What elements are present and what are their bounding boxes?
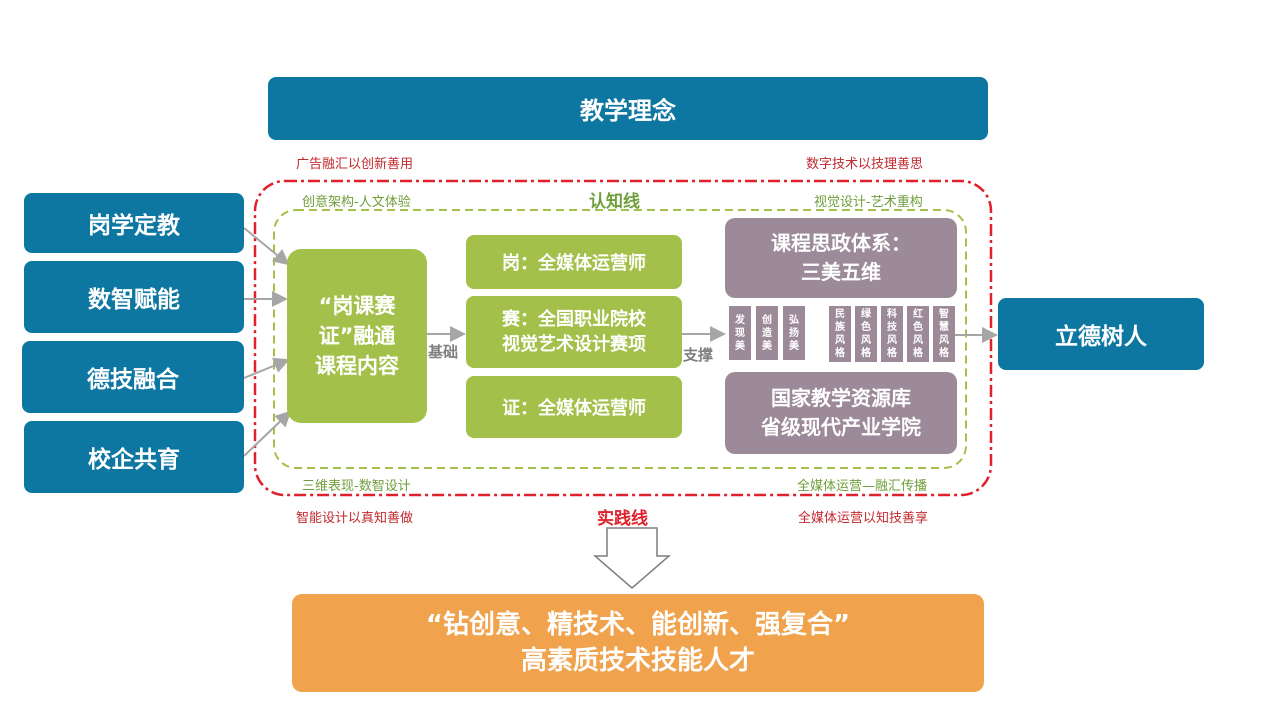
- ideology-box: 课程思政体系： 三美五维: [725, 218, 957, 298]
- beauty-tag-1: 发 现 美: [729, 306, 751, 360]
- label-top-left-red: 广告融汇以创新善用: [296, 157, 414, 172]
- label-bottom-left-green: 三维表现-数智设计: [302, 479, 411, 494]
- zheng-box: 证：全媒体运营师: [466, 376, 682, 438]
- talent-line-2: 高素质技术技能人才: [520, 646, 755, 676]
- style-tag-3: 科 技 风 格: [881, 306, 903, 362]
- label-top-right-green: 视觉设计-艺术重构: [814, 195, 923, 210]
- style-tag-2: 绿 色 风 格: [855, 306, 877, 362]
- header-title: 教学理念: [268, 77, 988, 140]
- left-block-3: 德技融合: [22, 341, 244, 413]
- label-bottom-right-red: 全媒体运营以知技善享: [798, 511, 929, 526]
- label-bottom-left-red: 智能设计以真知善做: [296, 511, 414, 526]
- practice-frame: [253, 179, 993, 497]
- beauty-tag-2: 创 造 美: [756, 306, 778, 360]
- arrow-3: [243, 357, 290, 379]
- label-top-left-green: 创意架构-人文体验: [302, 195, 411, 210]
- style-tag-1: 民 族 风 格: [829, 306, 851, 362]
- left-block-2: 数智赋能: [24, 261, 244, 333]
- support-label: 支撑: [683, 346, 714, 364]
- arrow-4: [243, 410, 292, 457]
- sai-box: 赛：全国职业院校 视觉艺术设计赛项: [466, 296, 682, 368]
- basis-label: 基础: [428, 343, 459, 361]
- gang-box: 岗：全媒体运营师: [466, 235, 682, 289]
- label-bottom-right-green: 全媒体运营—融汇传播: [797, 479, 928, 494]
- label-top-right-red: 数字技术以技理善思: [806, 157, 924, 172]
- practice-line-label: 实践线: [597, 509, 648, 529]
- left-block-4: 校企共育: [24, 421, 244, 493]
- resource-box: 国家教学资源库 省级现代产业学院: [725, 372, 957, 454]
- integration-content-box: “岗课赛 证”融通 课程内容: [287, 249, 427, 423]
- cognition-line-label: 认知线: [589, 192, 640, 212]
- talent-line-1: “钻创意、精技术、能创新、强复合”: [425, 610, 851, 640]
- left-block-1: 岗学定教: [24, 193, 244, 253]
- down-arrow: [592, 527, 672, 589]
- style-tag-4: 红 色 风 格: [907, 306, 929, 362]
- arrow-1: [243, 227, 290, 266]
- cognition-frame: [273, 209, 967, 469]
- goal-box: 立德树人: [998, 298, 1204, 370]
- style-tag-5: 智 慧 风 格: [933, 306, 955, 362]
- talent-outcome-box: “钻创意、精技术、能创新、强复合” 高素质技术技能人才: [292, 594, 984, 692]
- beauty-tag-3: 弘 扬 美: [783, 306, 805, 360]
